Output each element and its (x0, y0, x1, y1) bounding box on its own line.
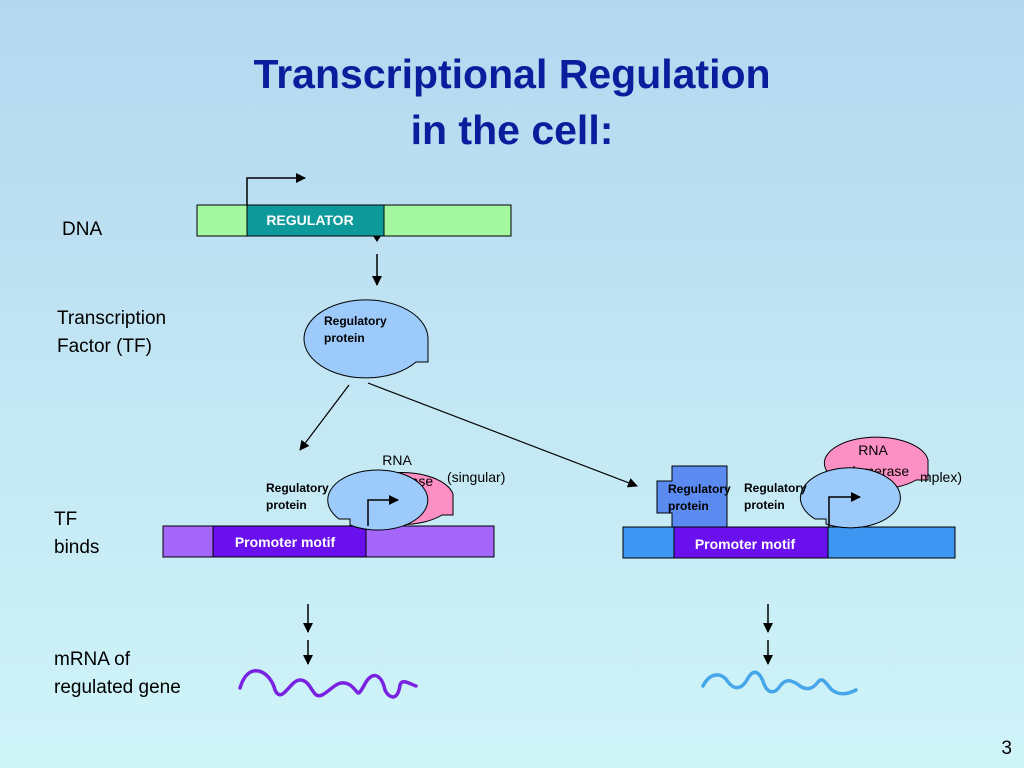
row-label-tf-line-2: Factor (TF) (57, 336, 152, 357)
regulator-label: REGULATOR (266, 212, 353, 228)
left-promoter-label: Promoter motif (235, 534, 336, 550)
tf-to-right-arrow (367, 382, 638, 488)
regulator-box (246, 204, 385, 237)
row-label-mrna-line-1: mRNA of (54, 649, 131, 670)
row-label-tf-line-1: Transcription (57, 308, 167, 329)
regulator-transcription-start-arrow (246, 173, 306, 205)
row-label-tf: Transcription Factor (TF) (57, 305, 166, 361)
tf-to-left-arrow (299, 384, 350, 451)
title-line-2: in the cell: (410, 107, 614, 153)
left-singular-note: (singular) (447, 469, 505, 485)
right-regulatory-protein-b (799, 467, 901, 529)
row-label-mrna: mRNA of regulated gene (54, 646, 181, 702)
row-label-dna: DNA (62, 219, 103, 240)
right-complex-note: mplex) (920, 469, 962, 485)
page-number: 3 (1001, 738, 1012, 759)
left-polymerase-label-line-1: RNA (382, 452, 412, 468)
left-transcription-start-arrow (367, 495, 399, 526)
slide-title: Transcriptional Regulation in the cell: (0, 46, 1024, 158)
tf-protein-label-line-1: Regulatory (324, 314, 387, 328)
row-label-mrna-line-2: regulated gene (54, 677, 181, 698)
right-promoter-box (673, 526, 829, 559)
right-protein-a-label-line-2: protein (668, 499, 709, 513)
left-protein-label-line-2: protein (266, 498, 307, 512)
left-protein-label-line-1: Regulatory (266, 481, 329, 495)
right-mrna-strand (701, 670, 858, 696)
row-label-binds: TF binds (54, 506, 99, 562)
left-mrna-strand (238, 669, 418, 699)
right-polymerase-label-line-1: RNA (858, 442, 888, 458)
tf-protein-label-line-2: protein (324, 331, 365, 345)
regulator-tick-mark (373, 236, 381, 242)
left-promoter-box (212, 525, 367, 558)
right-protein-a-label-line-1: Regulatory (668, 482, 731, 496)
title-line-1: Transcriptional Regulation (253, 51, 771, 97)
tf-regulatory-protein (303, 299, 429, 379)
right-regulatory-protein-a (656, 465, 728, 528)
right-protein-b-label-line-1: Regulatory (744, 481, 807, 495)
right-promoter-label: Promoter motif (695, 536, 796, 552)
right-transcription-start-arrow (828, 492, 861, 527)
right-protein-b-label-line-2: protein (744, 498, 785, 512)
row-label-binds-line-1: TF (54, 509, 78, 530)
row-label-binds-line-2: binds (54, 537, 100, 558)
